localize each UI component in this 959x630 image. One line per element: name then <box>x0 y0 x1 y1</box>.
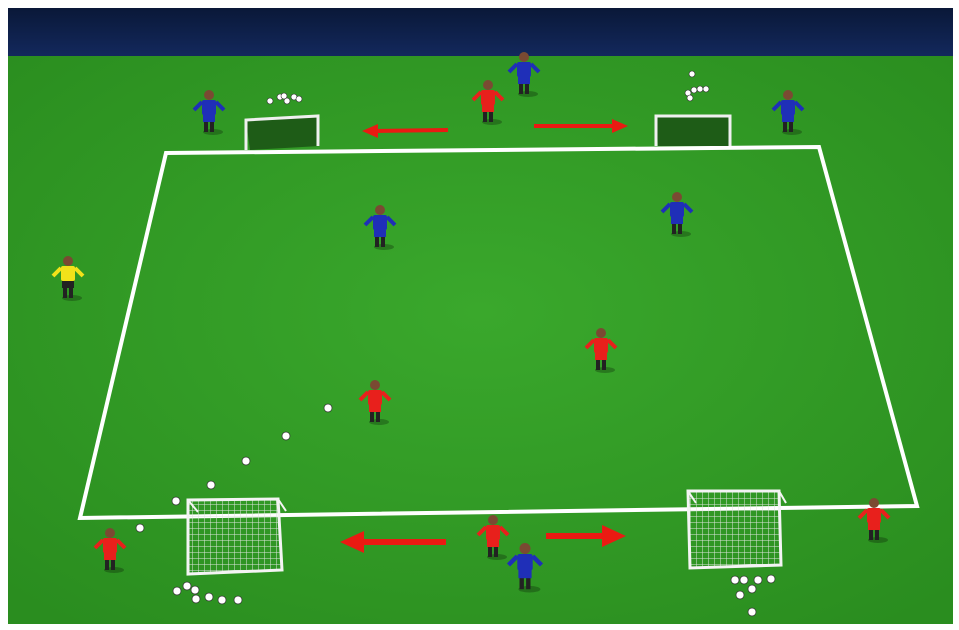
pitch-surface <box>8 56 953 624</box>
near-goal-left <box>188 499 286 574</box>
near-goal-right <box>688 491 786 568</box>
far-goal-right <box>656 116 730 146</box>
sky-background <box>8 8 953 58</box>
far-goal-left <box>246 116 320 150</box>
